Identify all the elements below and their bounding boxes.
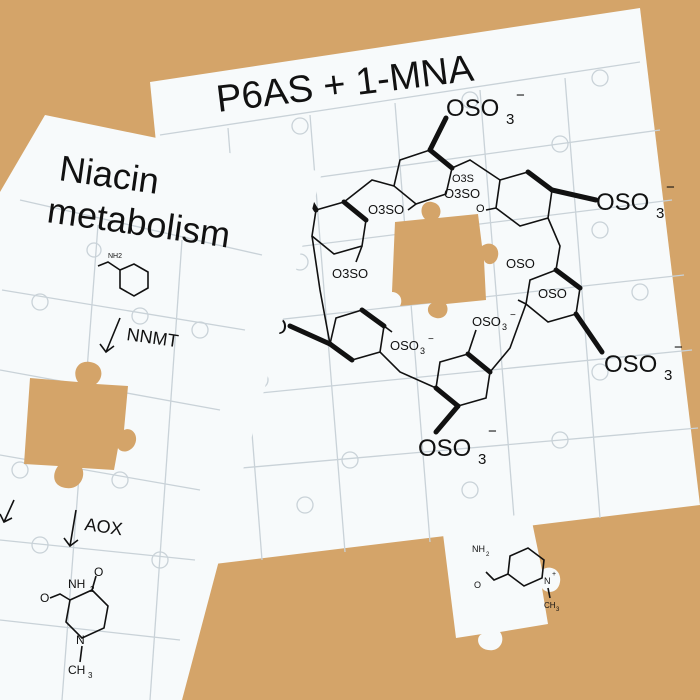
svg-text:3: 3 — [656, 205, 664, 222]
sulfonate-label-top: OSO 3 − — [446, 87, 525, 128]
sulfonate-inner-left-top: O3SO — [368, 202, 404, 217]
back-puzzle: P6AS + 1-MNA — [150, 8, 700, 566]
svg-text:−: − — [428, 334, 434, 345]
nicotinamide-structure: NH2 — [97, 253, 149, 297]
svg-text:NH: NH — [68, 577, 85, 591]
svg-text:−: − — [666, 179, 675, 196]
sulfonate-inner-top: O3SO — [444, 186, 480, 201]
left-arrow — [0, 499, 15, 524]
svg-text:3: 3 — [556, 607, 560, 613]
svg-text:3: 3 — [506, 111, 514, 128]
mna-structure: NH 2 O N + CH 3 — [472, 544, 560, 613]
svg-text:OSO: OSO — [472, 314, 501, 329]
svg-text:3: 3 — [420, 346, 425, 356]
sulfonate-label-right: OSO 3 − — [596, 179, 675, 222]
svg-text:3: 3 — [478, 451, 486, 468]
svg-text:−: − — [674, 339, 683, 356]
sulfonate-label-bottom: OSO 3 − — [418, 423, 497, 468]
svg-text:−: − — [510, 310, 516, 321]
svg-text:3: 3 — [502, 322, 507, 332]
svg-text:NH: NH — [472, 544, 485, 554]
svg-text:N: N — [544, 576, 551, 586]
svg-text:3: 3 — [664, 367, 672, 384]
svg-text:2: 2 — [486, 552, 490, 558]
svg-text:2: 2 — [90, 585, 95, 594]
pillararene-structure — [287, 115, 605, 435]
svg-text:−: − — [516, 87, 525, 104]
svg-text:O: O — [40, 591, 49, 605]
back-puzzle-hole — [392, 201, 499, 319]
svg-text:O: O — [474, 580, 481, 590]
svg-text:3: 3 — [88, 671, 93, 680]
svg-text:CH: CH — [68, 663, 85, 677]
sulfonate-inner-right-lower: OSO — [538, 286, 567, 301]
front-puzzle-board — [0, 115, 322, 700]
svg-text:OSO: OSO — [604, 351, 657, 378]
front-puzzle-hole — [24, 361, 137, 489]
svg-text:N: N — [76, 633, 85, 647]
svg-text:−: − — [488, 423, 497, 440]
sulfonate-label-inner-mid: OSO 3 − — [472, 310, 516, 332]
front-puzzle: Niacin metabolism NH2 NNMT AOX N — [0, 115, 322, 700]
sulfonate-inner-right: OSO — [506, 256, 535, 271]
loose-puzzle-piece[interactable]: NH 2 O N + CH 3 — [442, 503, 561, 651]
sulfonate-label-inner-bottom: OSO 3 − — [390, 334, 434, 356]
pyridone-structure: NH 2 O O N CH 3 — [40, 565, 109, 680]
svg-text:+: + — [552, 571, 556, 578]
svg-text:OSO: OSO — [446, 95, 499, 122]
svg-text:OSO: OSO — [390, 338, 419, 353]
svg-text:OSO: OSO — [418, 435, 471, 462]
sulfonate-label-right-lower: OSO 3 − — [604, 339, 683, 384]
sulfonate-inner-top-left: O3S — [452, 173, 474, 185]
svg-text:O: O — [94, 565, 103, 579]
oxygen-label-inner: O — [476, 203, 485, 215]
svg-text:NH2: NH2 — [108, 253, 122, 260]
sulfonate-inner-left: O3SO — [332, 266, 368, 281]
svg-text:OSO: OSO — [596, 189, 649, 216]
svg-text:CH: CH — [544, 601, 556, 610]
